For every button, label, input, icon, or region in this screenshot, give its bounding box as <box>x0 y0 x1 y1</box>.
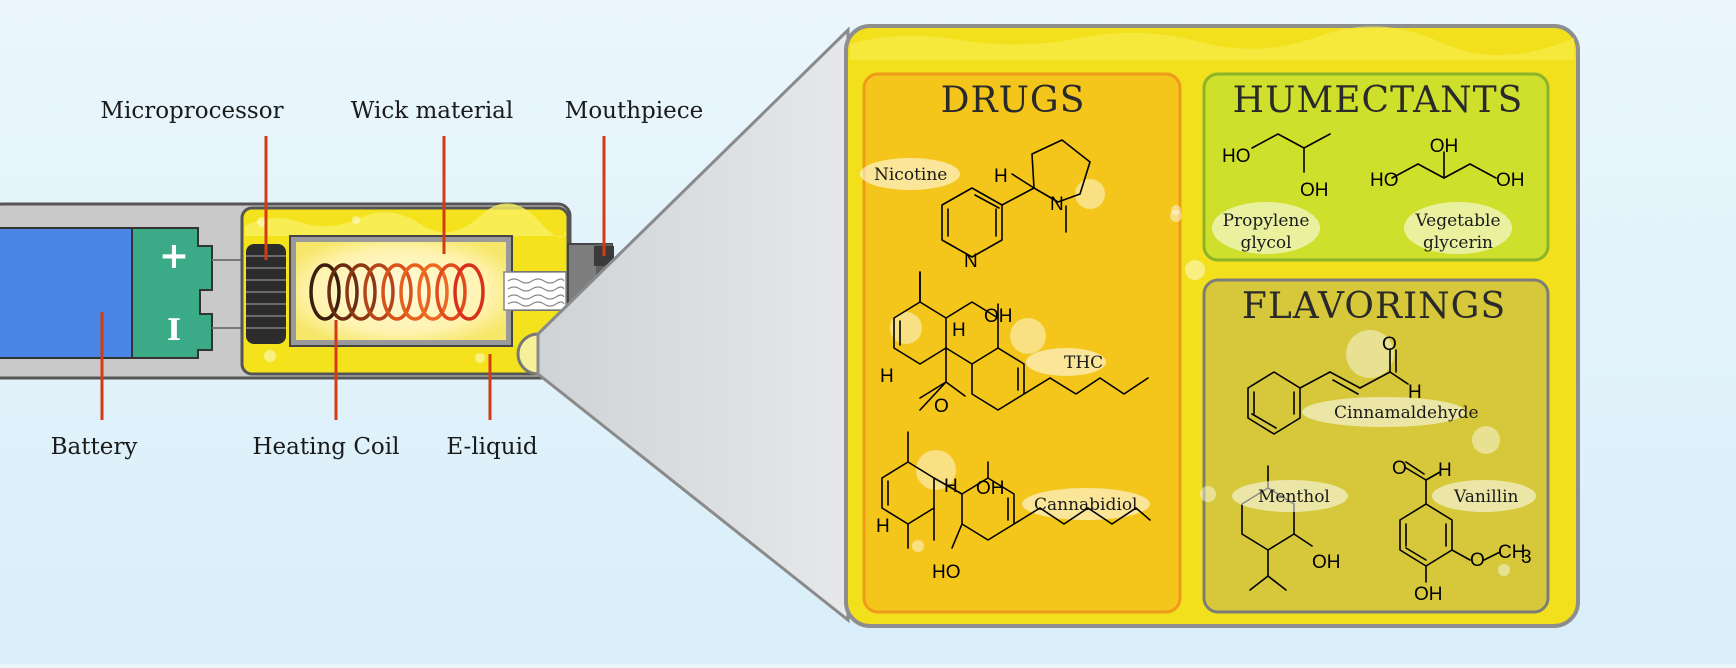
label-pointers <box>100 136 606 420</box>
vanillin-atom-ch: CH <box>1498 542 1525 563</box>
cbd-atom-ho: HO <box>932 562 961 583</box>
composition-panel: DRUGS HUMECTANTS FLAVORINGS Nicotine <box>844 24 1580 628</box>
pg-atom-oh: OH <box>1300 180 1329 201</box>
compound-nicotine: Nicotine <box>874 165 947 185</box>
zoom-funnel <box>536 26 850 624</box>
vanillin-atom-ch3-sub: 3 <box>1521 547 1532 568</box>
thc-structure <box>893 271 1149 411</box>
vg-atom-oh1: OH <box>1430 136 1459 157</box>
nicotine-atom-n2: N <box>964 251 978 272</box>
thc-atom-h2: H <box>880 366 894 387</box>
vanillin-atom-h: H <box>1438 460 1452 481</box>
compound-cannabidiol: Cannabidiol <box>1034 495 1138 515</box>
battery-terminal <box>131 227 213 359</box>
cinn-atom-h: H <box>1408 382 1422 403</box>
vg-atom-ho: HO <box>1370 170 1399 191</box>
minus-sign: I <box>167 313 181 348</box>
device: + I <box>0 98 789 460</box>
compound-glycerin: glycerin <box>1423 233 1493 253</box>
cinn-atom-o: O <box>1382 334 1397 355</box>
thc-atom-o: O <box>934 396 949 417</box>
pg-atom-ho: HO <box>1222 146 1251 167</box>
label-heating-coil: Heating Coil <box>253 434 400 460</box>
compound-thc: THC <box>1064 353 1103 373</box>
thc-atom-h1: H <box>952 320 966 341</box>
label-mouthpiece: Mouthpiece <box>565 98 703 124</box>
label-e-liquid: E-liquid <box>446 434 538 460</box>
cinnamaldehyde-structure <box>1247 349 1409 435</box>
plus-sign: + <box>159 235 189 277</box>
heating-coil <box>309 263 485 321</box>
cannabidiol-structure <box>881 431 1151 549</box>
glycerin-structure <box>1391 151 1497 179</box>
vanillin-structure <box>1399 461 1501 583</box>
compound-glycol: glycol <box>1240 233 1291 253</box>
compound-propylene: Propylene <box>1223 211 1310 231</box>
thc-atom-oh: OH <box>984 306 1013 327</box>
vanillin-atom-o2: O <box>1470 550 1485 571</box>
label-battery: Battery <box>51 434 138 460</box>
label-wick-material: Wick material <box>351 98 514 124</box>
cbd-atom-h1: H <box>944 476 958 497</box>
nicotine-atom-h: H <box>994 166 1008 187</box>
vg-atom-oh2: OH <box>1496 170 1525 191</box>
cbd-atom-h2: H <box>876 516 890 537</box>
bubbles <box>890 179 1510 576</box>
flavorings-title: FLAVORINGS <box>1242 286 1506 327</box>
vanillin-atom-o1: O <box>1392 458 1407 479</box>
cbd-atom-oh: OH <box>976 478 1005 499</box>
humectants-title: HUMECTANTS <box>1233 80 1524 121</box>
menthol-atom-oh: OH <box>1312 552 1341 573</box>
compound-cinnamaldehyde: Cinnamaldehyde <box>1334 403 1479 423</box>
flavorings-panel <box>1202 278 1550 614</box>
compound-vegetable: Vegetable <box>1414 211 1500 231</box>
drugs-title: DRUGS <box>941 80 1086 121</box>
compound-vanillin: Vanillin <box>1453 487 1519 507</box>
label-microprocessor: Microprocessor <box>100 98 283 124</box>
nicotine-atom-n1: N <box>1050 194 1064 215</box>
propylene-glycol-structure <box>1251 133 1331 173</box>
drugs-panel <box>862 72 1182 614</box>
nicotine-structure <box>941 139 1091 258</box>
battery <box>0 227 133 359</box>
vanillin-atom-oh: OH <box>1414 584 1443 605</box>
compound-menthol: Menthol <box>1258 487 1330 507</box>
